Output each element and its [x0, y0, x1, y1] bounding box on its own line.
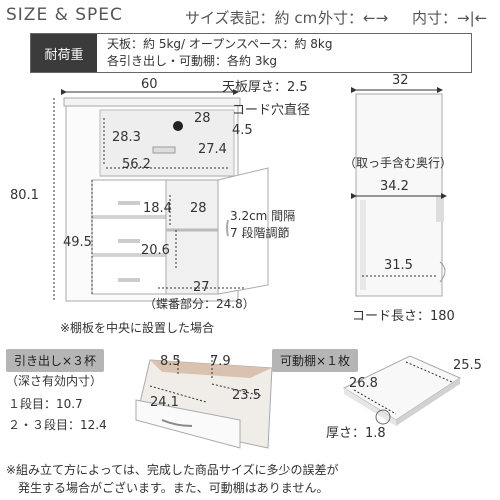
- depth-with-handle: 34.2: [380, 179, 409, 194]
- spec-header: SIZE & SPEC サイズ表記：約 cm 外寸：←→ 内寸：→|←: [0, 0, 500, 30]
- cord-hole-icon: [173, 121, 183, 131]
- footer-note-1: ※組み立て方によっては、完成した商品サイズに多少の誤差が: [6, 463, 339, 477]
- drawer-count-badge: 引き出し×３杯: [6, 349, 105, 372]
- load-capacity-label: 耐荷重: [31, 34, 97, 72]
- lower-height: 49.5: [63, 235, 92, 250]
- shelf-depth-value: 26.8: [349, 376, 378, 391]
- shelf-note: ※棚板を中央に設置した場合: [60, 321, 215, 335]
- cabinet-width: 60: [141, 77, 158, 92]
- open-width: 56.2: [122, 157, 151, 172]
- drawer-dim-b: 7.9: [210, 354, 231, 369]
- side-inner-depth: 31.5: [384, 258, 413, 273]
- shelf-thickness: 厚さ：1.8: [326, 426, 386, 441]
- shelf-spacing: 3.2cm 間隔: [230, 209, 296, 223]
- outer-size-label: 外寸：←→: [318, 9, 389, 27]
- door-inner-width: 20.6: [141, 243, 170, 258]
- cord-hole-label: コード穴直径: [232, 103, 311, 118]
- top-thickness: 天板厚さ：2.5: [222, 80, 308, 95]
- open-height: 28.3: [112, 130, 141, 145]
- cabinet-drawing: [63, 97, 269, 302]
- open-depth: 28: [194, 111, 211, 126]
- drawer-height: 18.4: [143, 201, 172, 216]
- cabinet-dimension-lines: [53, 89, 244, 300]
- handle-note: （取っ手含む奥行）: [344, 156, 453, 170]
- drawer-depth-note: （深さ有効内寸）: [6, 374, 103, 388]
- drawer-dim-c: 24.1: [150, 395, 179, 410]
- cabinet-height: 80.1: [10, 188, 39, 203]
- side-view-drawing: [351, 87, 447, 297]
- open-inner-depth: 27.4: [198, 142, 227, 157]
- inner-size-label: 内寸：→|←: [412, 9, 488, 27]
- cord-length: コード長さ：180: [352, 309, 455, 324]
- load-line-2: 各引き出し・可動棚：各約 3kg: [107, 54, 278, 68]
- unit-label: サイズ表記：約 cm: [185, 9, 318, 27]
- footer-note-2: 発生する場合がございます。また、可動棚はありません。: [18, 481, 329, 495]
- drawer-dim-a: 8.5: [160, 354, 181, 369]
- shelf-drawing: [342, 355, 462, 426]
- shelf-depth: 28: [190, 201, 207, 216]
- shelf-width: 25.5: [453, 358, 482, 373]
- shelf-steps: 7 段階調節: [230, 226, 290, 240]
- hinge-width: （蝶番部分：24.8）: [144, 297, 255, 311]
- load-capacity-box: 耐荷重 天板：約 5kg/ オープンスペース：約 8kg 各引き出し・可動棚：各…: [30, 33, 472, 73]
- drawer-drawing: [135, 356, 273, 449]
- page-title: SIZE & SPEC: [6, 5, 123, 25]
- drawer-row-1: １段目：10.7: [8, 397, 83, 411]
- side-depth: 32: [392, 73, 409, 88]
- cord-hole-value: 4.5: [232, 123, 253, 138]
- drawer-dim-d: 23.5: [232, 388, 261, 403]
- drawer-row-2: ２・３段目：12.4: [8, 418, 107, 432]
- load-line-1: 天板：約 5kg/ オープンスペース：約 8kg: [107, 37, 333, 51]
- shelf-count-badge: 可動棚×１枚: [272, 349, 359, 372]
- door-width: 27: [193, 280, 210, 295]
